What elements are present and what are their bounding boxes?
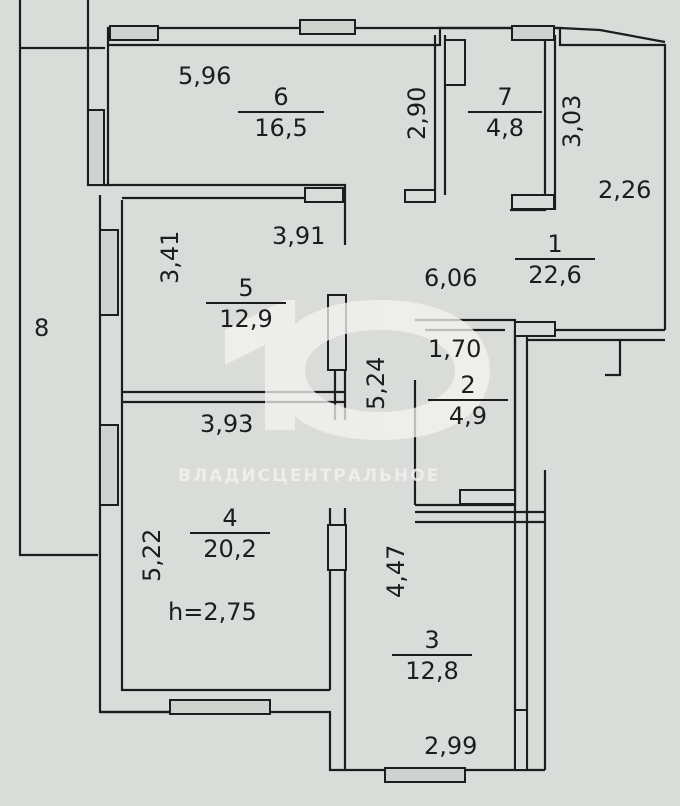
room-number: 1 — [515, 232, 595, 260]
room-area: 4,9 — [448, 402, 488, 430]
dimension-label: 3,93 — [200, 410, 254, 438]
dimension-label: 3,41 — [156, 230, 184, 284]
room-number: 4 — [190, 506, 270, 534]
dimension-label: 2,26 — [598, 176, 652, 204]
room-6-label: 6 16,5 — [238, 85, 324, 140]
windows — [87, 19, 555, 783]
room-5-label: 5 12,9 — [206, 276, 286, 331]
room-number: 5 — [206, 276, 286, 304]
watermark-text: ВЛАДИСЦЕНТРАЛЬНОЕ — [178, 466, 441, 486]
room-3-label: 3 12,8 — [392, 628, 472, 683]
dimension-label: 6,06 — [424, 264, 478, 292]
room-area: 20,2 — [203, 535, 257, 563]
room-4-label: 4 20,2 — [190, 506, 270, 561]
room-number: 7 — [468, 85, 542, 113]
dimension-label: 8 — [34, 314, 50, 342]
room-2-label: 2 4,9 — [428, 373, 508, 428]
room-area: 22,6 — [528, 261, 582, 289]
room-number: 6 — [238, 85, 324, 113]
dimension-label: 5,22 — [138, 528, 166, 582]
dimension-label: 2,90 — [403, 86, 431, 140]
dimension-label: 2,99 — [424, 732, 478, 760]
dimension-label: 3,91 — [272, 222, 326, 250]
dimension-label: 5,24 — [362, 356, 390, 410]
dimension-label: 1,70 — [428, 335, 482, 363]
room-number: 2 — [428, 373, 508, 401]
room-1-label: 1 22,6 — [515, 232, 595, 287]
room-area: 16,5 — [254, 114, 308, 142]
room-area: 12,8 — [405, 657, 459, 685]
room-7-label: 7 4,8 — [468, 85, 542, 140]
room-area: 4,8 — [485, 114, 525, 142]
ceiling-height: h=2,75 — [168, 598, 257, 626]
dimension-label: 5,96 — [178, 62, 232, 90]
room-area: 12,9 — [219, 305, 273, 333]
dimension-label: 4,47 — [382, 544, 410, 598]
dimension-label: 3,03 — [558, 94, 586, 148]
logo-watermark — [225, 300, 490, 440]
room-number: 3 — [392, 628, 472, 656]
